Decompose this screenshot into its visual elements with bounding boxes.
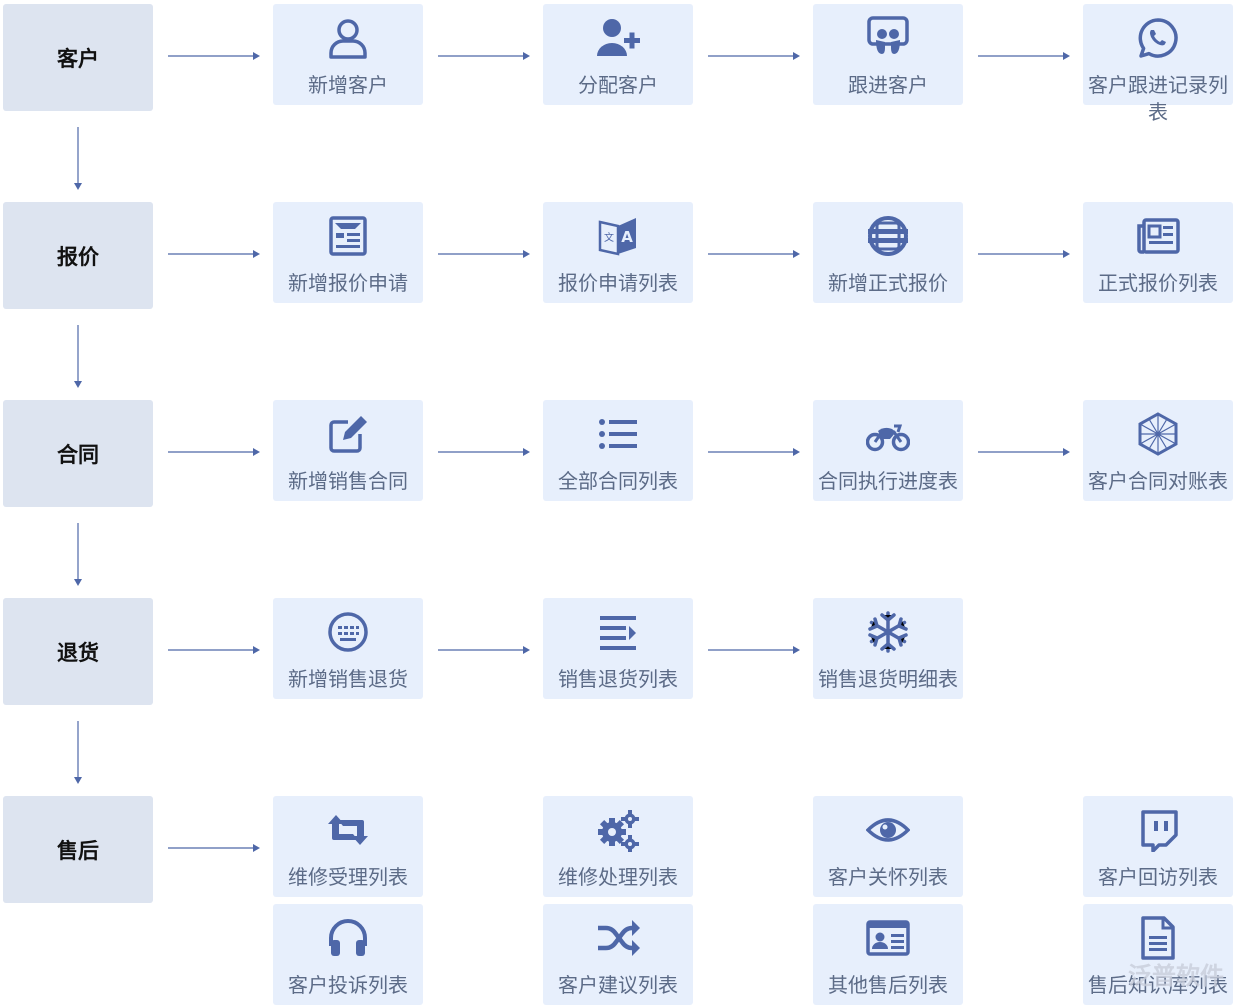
card-label: 客户跟进记录列表 (1088, 73, 1228, 124)
card-label: 维修处理列表 (558, 865, 678, 889)
flow-arrow-down (74, 523, 82, 586)
flow-arrow-right (438, 646, 530, 654)
process-card[interactable]: 客户建议列表 (543, 904, 693, 1005)
process-card[interactable]: 客户合同对账表 (1083, 400, 1233, 501)
flow-arrow-down (74, 127, 82, 190)
process-card[interactable]: 正式报价列表 (1083, 202, 1233, 303)
edit-icon (326, 412, 370, 456)
flow-arrow-right (978, 448, 1070, 456)
card-label: 客户投诉列表 (288, 973, 408, 997)
whatsapp-icon (1136, 16, 1180, 60)
list-icon (596, 412, 640, 456)
flow-arrow-right (168, 844, 260, 852)
flow-arrow-right (168, 448, 260, 456)
process-card[interactable]: 全部合同列表 (543, 400, 693, 501)
card-label: 新增报价申请 (288, 271, 408, 295)
svg-text:文: 文 (604, 231, 614, 244)
flow-arrow-right (168, 250, 260, 258)
snowflake-icon (866, 610, 910, 654)
stage-box: 报价 (3, 202, 153, 309)
process-card[interactable]: 分配客户 (543, 4, 693, 105)
hexagon-mesh-icon (1136, 412, 1180, 456)
card-label: 新增销售退货 (288, 667, 408, 691)
slideshare-icon (866, 16, 910, 60)
card-label: 跟进客户 (848, 73, 928, 97)
process-card[interactable]: 维修处理列表 (543, 796, 693, 897)
card-label: 分配客户 (578, 73, 658, 97)
subway-icon (866, 214, 910, 258)
watermark-logo: 泛普软件 (1128, 962, 1224, 990)
process-card[interactable]: 销售退货明细表 (813, 598, 963, 699)
motorcycle-icon (866, 412, 910, 456)
card-label: 报价申请列表 (558, 271, 678, 295)
flow-arrow-right (168, 646, 260, 654)
stage-box: 退货 (3, 598, 153, 705)
card-label: 客户回访列表 (1098, 865, 1218, 889)
card-label: 客户合同对账表 (1088, 469, 1228, 493)
card-label: 新增销售合同 (288, 469, 408, 493)
process-card[interactable]: 客户投诉列表 (273, 904, 423, 1005)
card-label: 客户关怀列表 (828, 865, 948, 889)
card-label: 合同执行进度表 (818, 469, 958, 493)
flow-arrow-right (438, 448, 530, 456)
user-icon (326, 16, 370, 60)
card-label: 新增正式报价 (828, 271, 948, 295)
stage-box: 合同 (3, 400, 153, 507)
process-card[interactable]: 新增销售退货 (273, 598, 423, 699)
process-card[interactable]: 新增报价申请 (273, 202, 423, 303)
flow-arrow-right (438, 250, 530, 258)
keyboard-circle-icon (326, 610, 370, 654)
flow-arrow-right (168, 52, 260, 60)
process-card[interactable]: 售后知识库列表 (1083, 904, 1233, 1005)
card-label: 售后知识库列表 (1088, 973, 1228, 997)
flow-arrow-right (978, 52, 1070, 60)
process-card[interactable]: 跟进客户 (813, 4, 963, 105)
process-card[interactable]: 维修受理列表 (273, 796, 423, 897)
headphones-icon (326, 916, 370, 960)
gears-icon (596, 808, 640, 852)
flow-arrow-right (438, 52, 530, 60)
card-label: 新增客户 (308, 73, 388, 97)
retweet-icon (326, 808, 370, 852)
newspaper-icon (1136, 214, 1180, 258)
process-card[interactable]: 新增正式报价 (813, 202, 963, 303)
flow-arrow-right (708, 52, 800, 60)
process-card[interactable]: 客户回访列表 (1083, 796, 1233, 897)
user-plus-icon (596, 16, 640, 60)
flow-arrow-right (708, 250, 800, 258)
card-label: 其他售后列表 (828, 973, 948, 997)
process-card[interactable]: 新增销售合同 (273, 400, 423, 501)
process-card[interactable]: 其他售后列表 (813, 904, 963, 1005)
process-card[interactable]: 客户跟进记录列表 (1083, 4, 1233, 124)
flow-arrow-right (978, 250, 1070, 258)
twitch-icon (1136, 808, 1180, 852)
card-label: 正式报价列表 (1098, 271, 1218, 295)
stage-box: 客户 (3, 4, 153, 111)
process-card[interactable]: 合同执行进度表 (813, 400, 963, 501)
flow-arrow-right (708, 448, 800, 456)
stage-box: 售后 (3, 796, 153, 903)
svg-text:A: A (621, 228, 633, 246)
id-card-icon (866, 916, 910, 960)
list-indent-icon (596, 610, 640, 654)
eye-icon (866, 808, 910, 852)
flow-arrow-down (74, 721, 82, 784)
shuffle-icon (596, 916, 640, 960)
process-card[interactable]: 客户关怀列表 (813, 796, 963, 897)
card-label: 全部合同列表 (558, 469, 678, 493)
card-label: 客户建议列表 (558, 973, 678, 997)
flow-arrow-down (74, 325, 82, 388)
flow-arrow-right (708, 646, 800, 654)
card-label: 销售退货列表 (558, 667, 678, 691)
card-label: 维修受理列表 (288, 865, 408, 889)
card-label: 销售退货明细表 (818, 667, 958, 691)
process-card[interactable]: 新增客户 (273, 4, 423, 105)
file-text-icon (1136, 916, 1180, 960)
process-card[interactable]: 销售退货列表 (543, 598, 693, 699)
newspaper-window-icon (326, 214, 370, 258)
